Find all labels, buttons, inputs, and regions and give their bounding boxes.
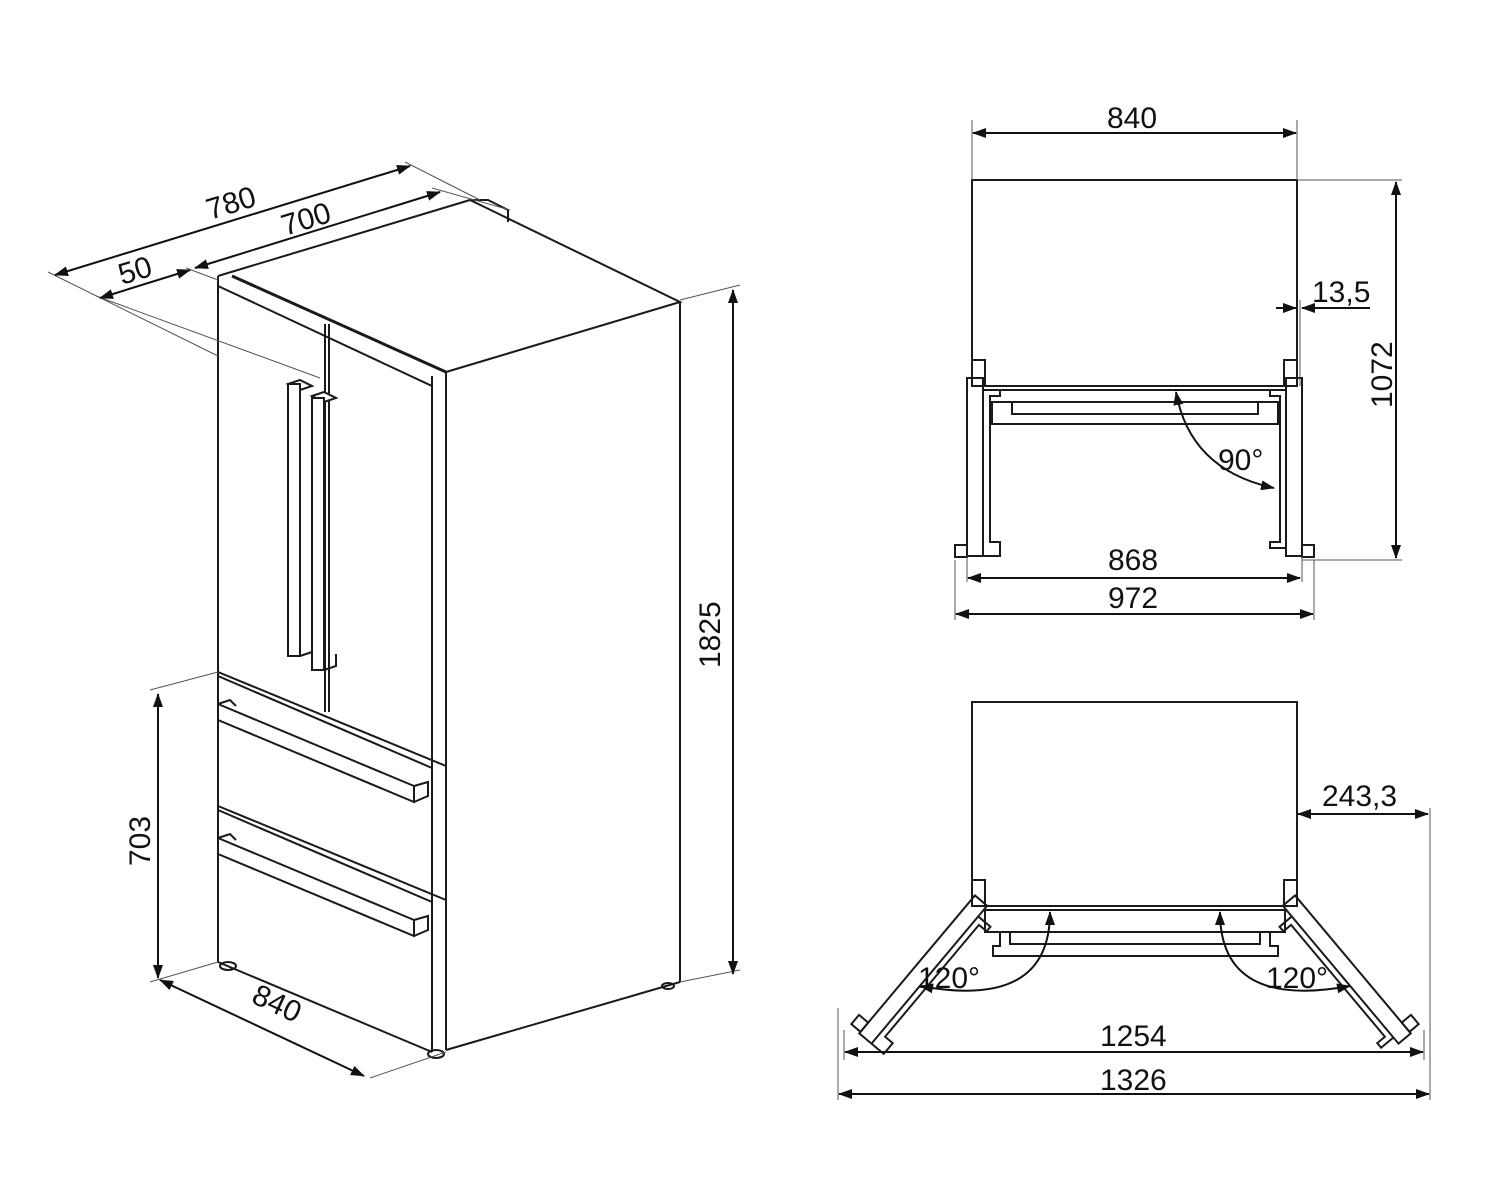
lower-drawer-handle bbox=[217, 832, 429, 938]
left-door-handle bbox=[285, 378, 315, 657]
upper-drawer-handle bbox=[217, 698, 429, 804]
label-972: 972 bbox=[1108, 582, 1158, 615]
label-1825: 1825 bbox=[694, 601, 727, 668]
dimension-840-iso bbox=[159, 979, 365, 1077]
angle-arc-120-left bbox=[919, 911, 1055, 994]
label-840-iso: 840 bbox=[247, 978, 306, 1029]
label-1326: 1326 bbox=[1100, 1064, 1167, 1097]
label-840-top: 840 bbox=[1107, 102, 1157, 135]
angle-arc-120-right bbox=[1215, 911, 1351, 994]
label-120-right: 120° bbox=[1266, 962, 1328, 995]
dimension-700 bbox=[194, 191, 441, 269]
label-1254: 1254 bbox=[1100, 1020, 1167, 1053]
label-780: 780 bbox=[202, 180, 260, 226]
dimension-50 bbox=[99, 269, 191, 299]
label-1072: 1072 bbox=[1366, 341, 1399, 408]
angle-arc-90 bbox=[1173, 391, 1275, 491]
top-view-120-degree: 243,3 120° 120° 1254 1326 bbox=[837, 701, 1431, 1100]
label-13-5: 13,5 bbox=[1312, 276, 1370, 309]
label-50: 50 bbox=[114, 250, 156, 291]
label-120-left: 120° bbox=[918, 962, 980, 995]
label-868: 868 bbox=[1108, 544, 1158, 577]
label-90-degrees: 90° bbox=[1218, 444, 1263, 477]
right-door-handle bbox=[309, 390, 339, 671]
label-243-3: 243,3 bbox=[1322, 780, 1397, 813]
dimension-780 bbox=[54, 165, 411, 276]
label-703: 703 bbox=[124, 816, 157, 866]
top-view-90-degree: 840 13,5 1072 90° 868 972 bbox=[954, 102, 1402, 620]
isometric-fridge-view: 780 700 50 1825 703 840 bbox=[47, 161, 741, 1079]
